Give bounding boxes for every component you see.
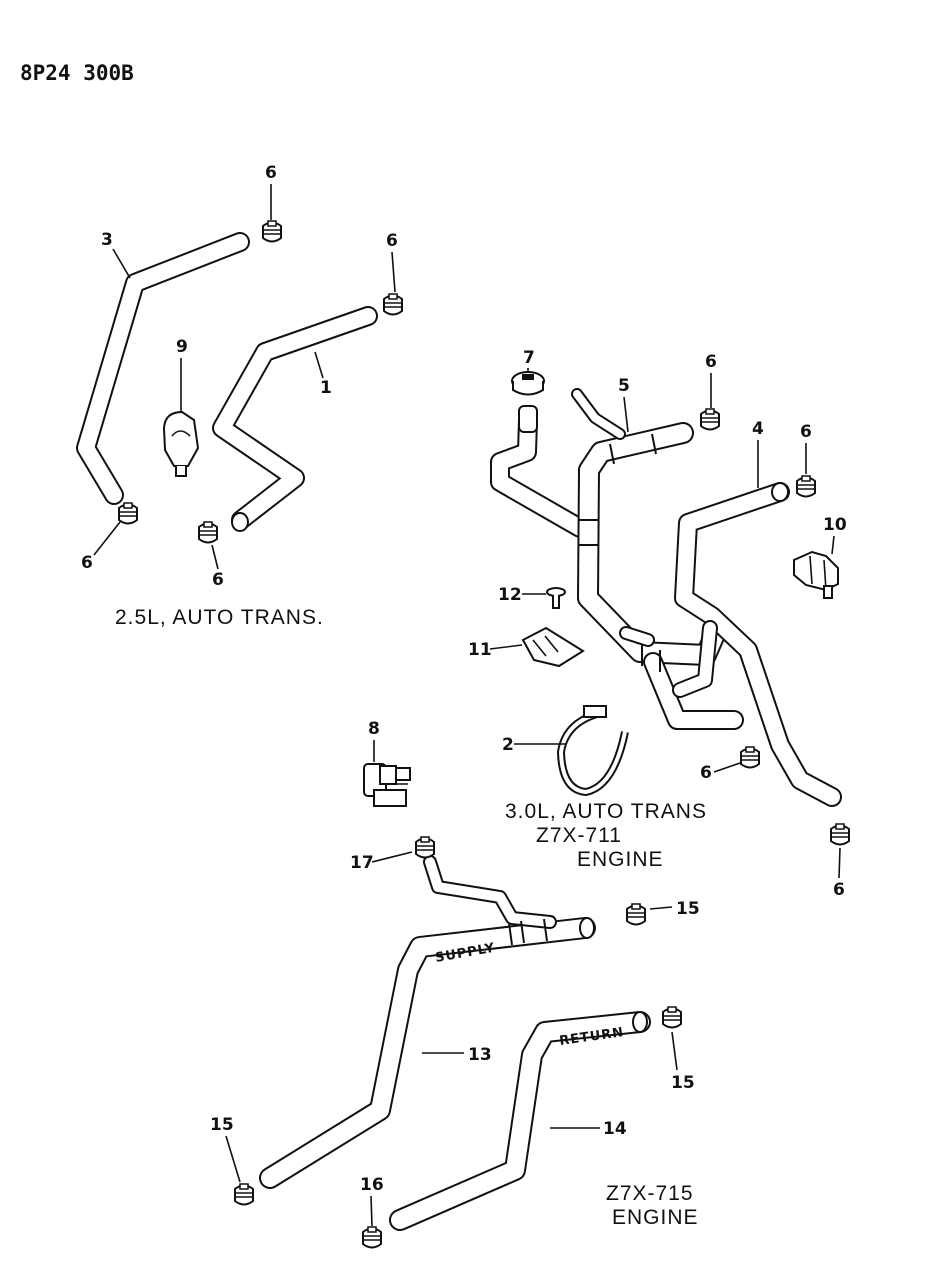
callout-5: 5 — [618, 376, 630, 396]
caption-z7x-715-line2: ENGINE — [612, 1206, 699, 1229]
hose-assembly-5 — [490, 388, 744, 730]
callout-4: 4 — [752, 419, 764, 439]
callout-14: 14 — [603, 1119, 627, 1139]
callout-6-h: 6 — [833, 880, 845, 900]
callout-15-c: 15 — [210, 1115, 234, 1135]
callout-6-f: 6 — [800, 422, 812, 442]
callout-13: 13 — [468, 1045, 492, 1065]
callout-10: 10 — [823, 515, 847, 535]
clamp-6-g — [740, 746, 760, 769]
hose-13-supply — [259, 855, 596, 1189]
callout-6-b: 6 — [386, 231, 398, 251]
clamp-15-a — [626, 903, 646, 926]
caption-z7x-715-line1: Z7X-715 — [606, 1182, 694, 1205]
clamp-15-b — [662, 1006, 682, 1029]
clamp-17 — [415, 836, 435, 859]
part-10-clip — [793, 550, 839, 599]
hose-14-return — [389, 1011, 651, 1231]
caption-2-5l: 2.5L, AUTO TRANS. — [115, 606, 324, 629]
part-12-screw — [546, 587, 566, 609]
callout-6-a: 6 — [265, 163, 277, 183]
callout-6-g: 6 — [700, 763, 712, 783]
hose-4 — [672, 482, 842, 807]
callout-12: 12 — [498, 585, 522, 605]
clamp-6-d — [198, 521, 218, 544]
part-2-clamp-band — [556, 705, 629, 797]
part-11-pad — [521, 626, 585, 668]
clamp-6-f — [796, 475, 816, 498]
caption-3-0l-line2: Z7X-711 — [536, 824, 622, 847]
callout-3: 3 — [101, 230, 113, 250]
part-7-cap — [511, 371, 545, 396]
callout-6-d: 6 — [212, 570, 224, 590]
clamp-16 — [362, 1226, 382, 1249]
diagram-code: 8P24 300B — [20, 61, 134, 85]
callout-7: 7 — [523, 348, 535, 368]
clamp-6-c — [118, 502, 138, 525]
callout-2: 2 — [502, 735, 514, 755]
callout-16: 16 — [360, 1175, 384, 1195]
callout-6-c: 6 — [81, 553, 93, 573]
clamp-6-a — [262, 220, 282, 243]
callout-9: 9 — [176, 337, 188, 357]
callout-15-b: 15 — [671, 1073, 695, 1093]
callout-15-a: 15 — [676, 899, 700, 919]
callout-6-e: 6 — [705, 352, 717, 372]
callout-1: 1 — [320, 378, 332, 398]
caption-3-0l-line3: ENGINE — [577, 848, 664, 871]
part-9-bracket — [162, 410, 200, 477]
hose-1 — [212, 306, 378, 530]
callout-11: 11 — [468, 640, 492, 660]
clamp-6-b — [383, 293, 403, 316]
caption-3-0l-line1: 3.0L, AUTO TRANS — [505, 800, 707, 823]
callout-8: 8 — [368, 719, 380, 739]
part-8-bracket — [363, 763, 411, 807]
clamp-15-c — [234, 1183, 254, 1206]
hose-3 — [76, 232, 250, 505]
clamp-6-e — [700, 408, 720, 431]
callout-17: 17 — [350, 853, 374, 873]
clamp-6-h — [830, 823, 850, 846]
